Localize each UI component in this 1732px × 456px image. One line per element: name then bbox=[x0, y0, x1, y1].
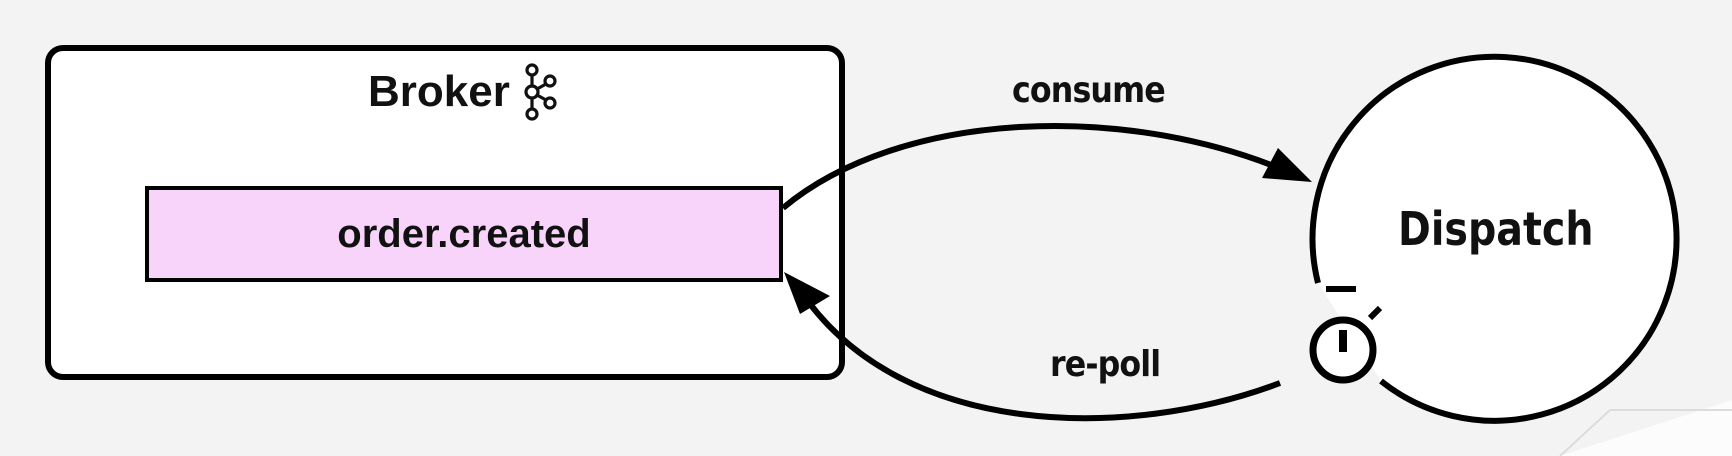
repoll-arrow bbox=[797, 288, 1282, 422]
consume-arrowhead bbox=[1262, 148, 1312, 182]
repoll-arrowhead bbox=[784, 272, 830, 314]
dispatch-label: Dispatch bbox=[1398, 202, 1594, 256]
repoll-label: re-poll bbox=[1050, 344, 1161, 385]
topic-order-created: order.created bbox=[145, 186, 783, 282]
kafka-icon bbox=[524, 63, 557, 121]
broker-title-text: Broker bbox=[368, 67, 510, 116]
topic-label: order.created bbox=[337, 211, 591, 256]
dispatch-circle bbox=[1309, 53, 1680, 424]
broker-title: Broker bbox=[368, 63, 560, 121]
consume-label: consume bbox=[1012, 70, 1166, 111]
consume-arrow bbox=[781, 123, 1302, 211]
stopwatch-icon bbox=[1309, 286, 1383, 384]
